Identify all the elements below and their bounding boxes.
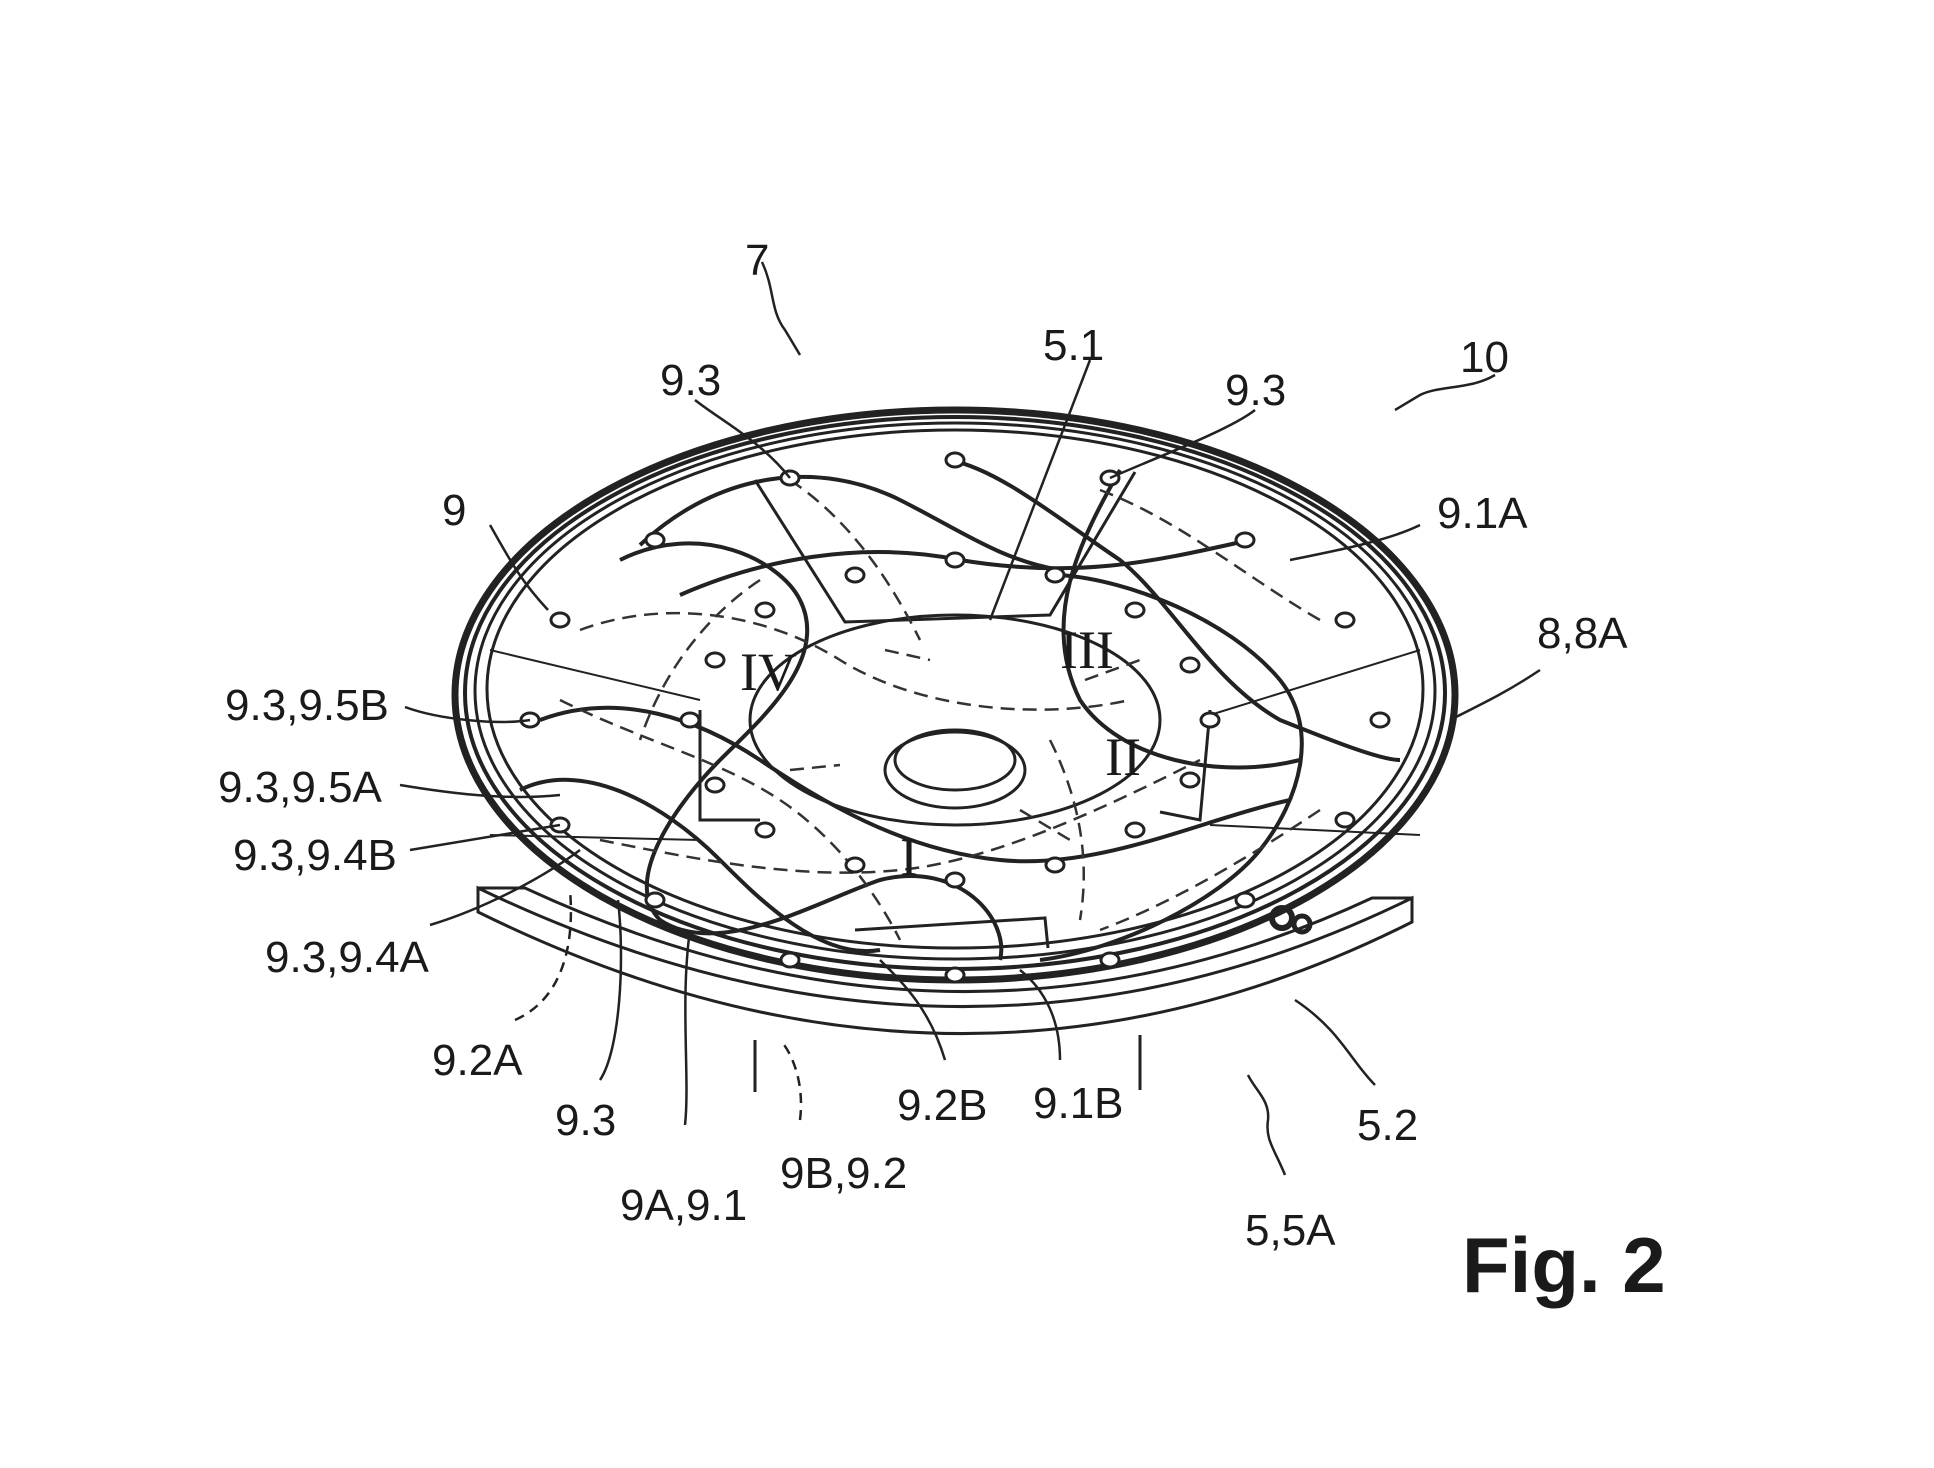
terminal-nodes (519, 451, 1391, 984)
label-9-3-9-5a: 9.3,9.5A (218, 763, 383, 812)
ring-connector (1269, 905, 1313, 935)
label-9-3-9-4b: 9.3,9.4B (233, 831, 397, 880)
label-9-3-9-4a: 9.3,9.4A (265, 933, 430, 982)
coil-windings-dashed (559, 478, 1321, 941)
sector-label-iii: III (1060, 620, 1114, 680)
label-9-1b: 9.1B (1033, 1079, 1124, 1128)
label-9-3-bottom: 9.3 (555, 1096, 616, 1145)
label-9a-9-1: 9A,9.1 (620, 1181, 747, 1230)
label-9-3-top-left: 9.3 (660, 356, 721, 405)
rotation-arrows (789, 648, 1141, 842)
sector-label-iv: IV (740, 642, 797, 702)
outer-ring (451, 406, 1459, 984)
label-8-8a: 8,8A (1537, 609, 1628, 658)
figure-title: Fig. 2 (1462, 1221, 1666, 1309)
label-9-2b: 9.2B (897, 1081, 988, 1130)
coil-windings-solid (519, 458, 1401, 962)
label-5-2: 5.2 (1357, 1101, 1418, 1150)
label-9-3-9-5b: 9.3,9.5B (225, 681, 389, 730)
label-9: 9 (442, 486, 466, 535)
label-5-1: 5.1 (1043, 321, 1104, 370)
base-segment-5-2 (476, 885, 1414, 1092)
label-5-5a: 5,5A (1245, 1206, 1336, 1255)
central-hub (748, 613, 1162, 827)
label-9-1a: 9.1A (1437, 489, 1528, 538)
label-7: 7 (745, 236, 769, 285)
label-9b-9-2: 9B,9.2 (780, 1149, 907, 1198)
leader-lines (399, 261, 1541, 1176)
label-10: 10 (1460, 333, 1509, 382)
sector-label-ii: II (1105, 727, 1141, 787)
label-9-3-top-right: 9.3 (1225, 366, 1286, 415)
label-9-2a: 9.2A (432, 1036, 523, 1085)
sector-label-i: I (900, 827, 918, 887)
